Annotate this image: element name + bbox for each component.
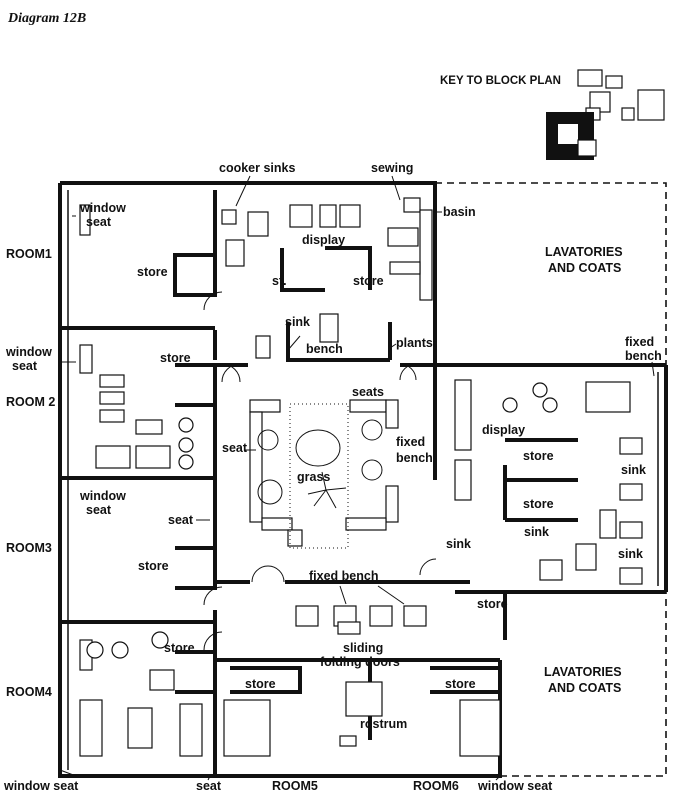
label-store-room6: store	[445, 677, 476, 691]
room-3-label: ROOM3	[6, 541, 52, 555]
label-seat-left: seat	[222, 441, 248, 455]
label-window-seat-bottom-left: window seat	[3, 779, 79, 793]
label-store-right-b: store	[523, 497, 554, 511]
label-store-center: store	[353, 274, 384, 288]
key-label: KEY TO BLOCK PLAN	[440, 75, 561, 87]
label-plants: plants	[396, 336, 433, 350]
label-window-seat-r1-seat: seat	[86, 215, 112, 229]
key-block	[621, 107, 635, 121]
label-basin: basin	[443, 205, 476, 219]
room-6-label: ROOM6	[413, 779, 459, 793]
label-bench: bench	[306, 342, 343, 356]
label-coats-bottom: AND COATS	[548, 681, 621, 695]
label-fixed-bench-mid-bench: bench	[396, 451, 433, 465]
label-coats-top: AND COATS	[548, 261, 621, 275]
label-display-top: display	[302, 233, 345, 247]
label-seat-bottom: seat	[196, 779, 222, 793]
label-window-seat-r3-seat: seat	[86, 503, 112, 517]
label-sink-right-2: sink	[524, 525, 549, 539]
label-st: st.	[272, 274, 287, 288]
room-labels: ROOM1 ROOM 2 ROOM3 ROOM4 ROOM5 ROOM6	[6, 247, 459, 793]
label-store-room4: store	[164, 641, 195, 655]
label-window-seat-r3: window	[79, 489, 126, 503]
label-lavatories-top: LAVATORIES	[545, 245, 623, 259]
key-block-plan: KEY TO BLOCK PLAN	[440, 69, 665, 160]
label-rostrum: rostrum	[360, 717, 407, 731]
key-block	[577, 69, 603, 87]
label-store-bottom-right: store	[477, 597, 508, 611]
label-store-room3: store	[138, 559, 169, 573]
label-cooker-sinks: cooker sinks	[219, 161, 295, 175]
room-5-label: ROOM5	[272, 779, 318, 793]
label-sink-top: sink	[285, 315, 310, 329]
room-2-label: ROOM 2	[6, 395, 55, 409]
label-seats: seats	[352, 385, 384, 399]
label-store-right-a: store	[523, 449, 554, 463]
label-window-seat-r1: window	[79, 201, 126, 215]
furniture	[79, 197, 643, 757]
label-sewing: sewing	[371, 161, 413, 175]
key-block	[637, 89, 665, 121]
leader-lines	[59, 175, 655, 781]
label-display-right: display	[482, 423, 525, 437]
label-lavatories-bottom: LAVATORIES	[544, 665, 622, 679]
label-window-seat-r2-seat: seat	[12, 359, 38, 373]
plan-labels: cooker sinks sewing basin window seat LA…	[3, 161, 662, 793]
key-courtyard	[558, 124, 578, 144]
label-store-room1: store	[137, 265, 168, 279]
label-fixed-bench-bottom: fixed bench	[309, 569, 378, 583]
label-window-seat-bottom-right: window seat	[477, 779, 553, 793]
door-swings	[203, 291, 437, 651]
label-sink-right-3: sink	[618, 547, 643, 561]
key-block	[577, 139, 597, 157]
lavatories-outline-top	[435, 182, 667, 365]
label-store-room5: store	[245, 677, 276, 691]
lavatories-outline-bottom	[500, 591, 667, 777]
label-sliding: sliding	[343, 641, 383, 655]
label-fixed-bench-mid: fixed	[396, 435, 425, 449]
key-block	[605, 75, 623, 89]
diagram-title: Diagram 12B	[7, 11, 86, 26]
room-1-label: ROOM1	[6, 247, 52, 261]
room-4-label: ROOM4	[6, 685, 52, 699]
label-window-seat-r2: window	[5, 345, 52, 359]
label-sink-center: sink	[446, 537, 471, 551]
label-folding-doors: folding doors	[320, 655, 400, 669]
label-fixed-bench-right-bench: bench	[625, 349, 662, 363]
label-sink-right-1: sink	[621, 463, 646, 477]
label-seat-room3: seat	[168, 513, 194, 527]
label-store-room2: store	[160, 351, 191, 365]
building-walls	[58, 181, 668, 778]
label-grass: grass	[297, 470, 330, 484]
label-fixed-bench-right: fixed	[625, 335, 654, 349]
